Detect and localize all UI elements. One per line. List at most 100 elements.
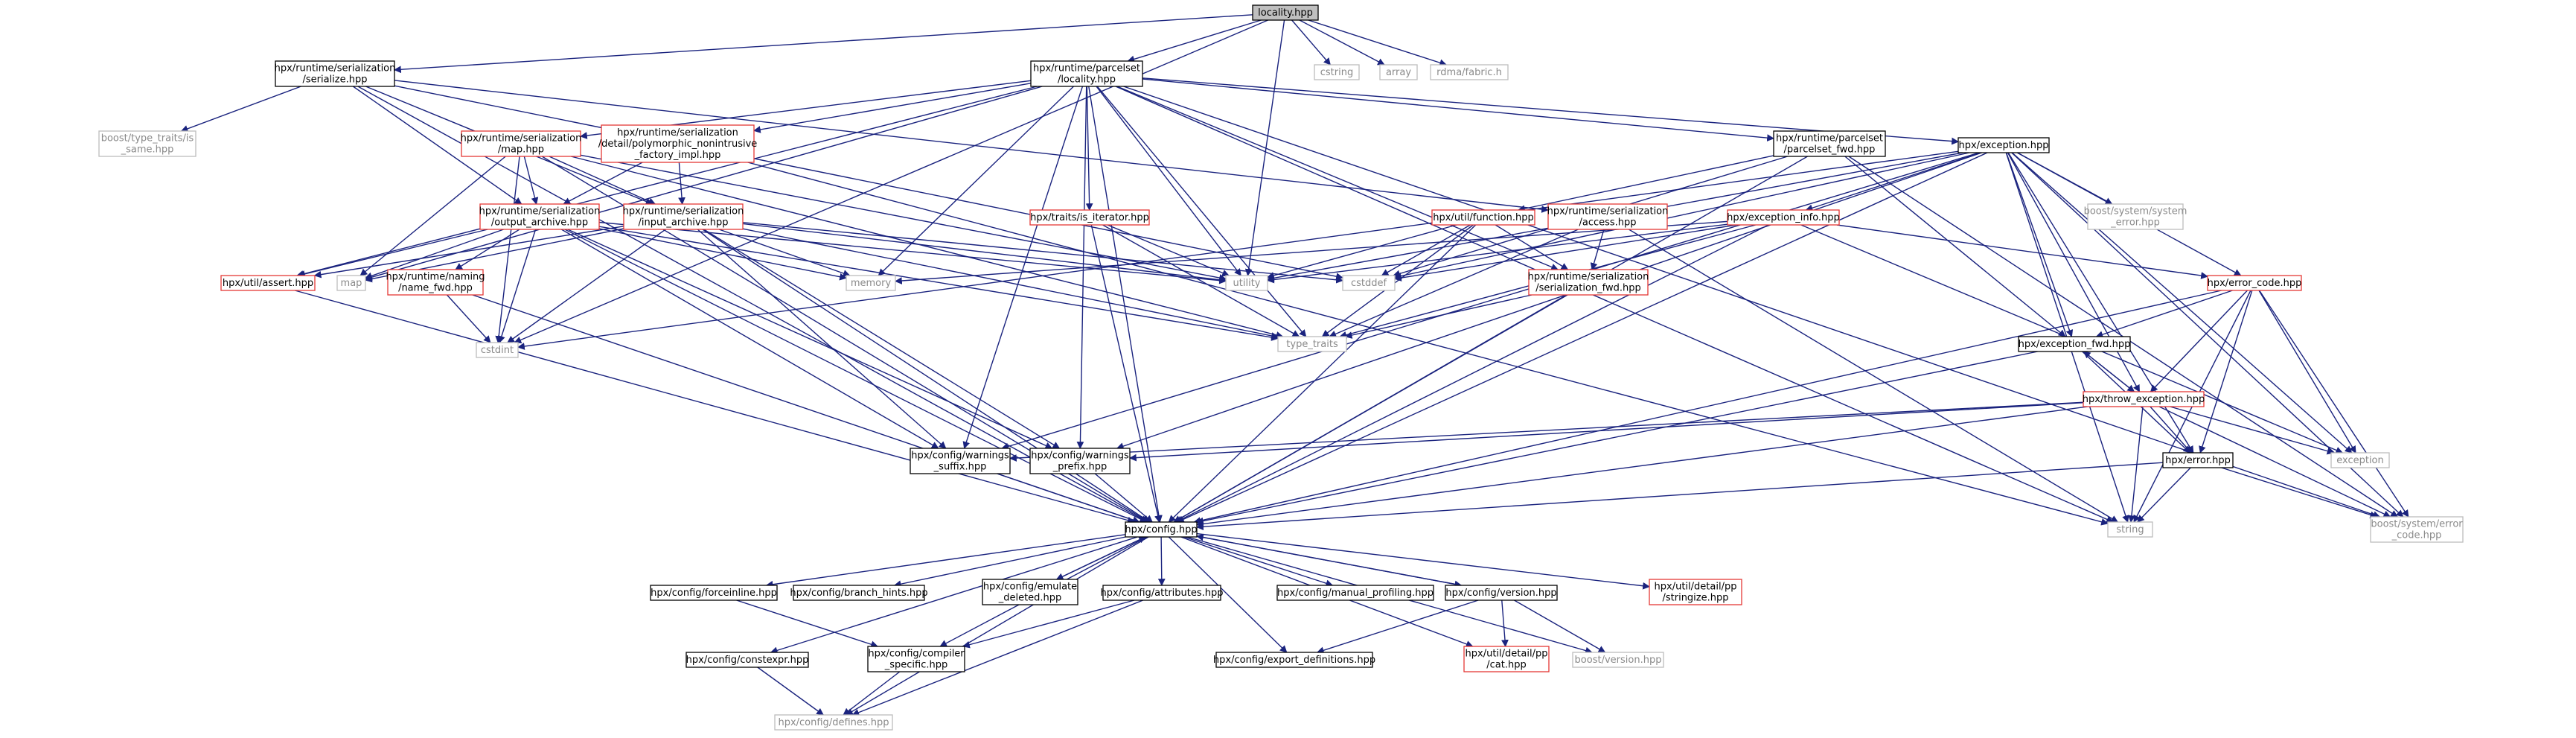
node-throw_exception_hpp[interactable]: hpx/throw_exception.hpp: [2083, 391, 2205, 407]
node-input_archive_hpp[interactable]: hpx/runtime/serialization/input_archive.…: [623, 203, 744, 230]
node-emulate_deleted_hpp[interactable]: hpx/config/emulate_deleted.hpp: [982, 579, 1078, 605]
node-type_traits[interactable]: type_traits: [1277, 336, 1347, 352]
node-label: utility: [1233, 278, 1261, 289]
node-box: [1029, 209, 1150, 226]
node-attributes_hpp[interactable]: hpx/config/attributes.hpp: [1100, 585, 1224, 601]
node-label: hpx/config/emulate: [983, 582, 1077, 593]
node-string[interactable]: string: [2107, 521, 2153, 538]
node-naming_fwd_hpp[interactable]: hpx/runtime/naming/name_fwd.hpp: [386, 269, 485, 296]
node-branch_hints_hpp[interactable]: hpx/config/branch_hints.hpp: [790, 585, 928, 601]
node-exception_info_hpp[interactable]: hpx/exception_info.hpp: [1727, 209, 1840, 226]
edge-throw_exception_hpp-to-warnings_prefix_hpp: [1129, 402, 2084, 462]
node-constexpr_hpp[interactable]: hpx/config/constexpr.hpp: [685, 652, 809, 668]
node-compiler_specific_hpp[interactable]: hpx/config/compiler_specific.hpp: [867, 646, 965, 672]
node-rdma_fabric_h[interactable]: rdma/fabric.h: [1430, 64, 1509, 80]
edge-output_archive_hpp-to-type_traits: [598, 226, 1279, 341]
edge-exception_hpp-to-warnings_suffix_hpp: [1001, 152, 1980, 451]
node-cstring[interactable]: cstring: [1314, 64, 1360, 80]
node-label: hpx/config/attributes.hpp: [1100, 588, 1223, 599]
node-label: hpx/runtime/serialization: [1547, 206, 1669, 217]
node-parcelset_locality_hpp[interactable]: hpx/runtime/parcelset/locality.hpp: [1030, 60, 1143, 87]
node-label: hpx/config/defines.hpp: [778, 717, 889, 728]
node-box: [650, 585, 778, 601]
node-polymorphic_factory_hpp[interactable]: hpx/runtime/serialization/detail/polymor…: [598, 124, 758, 163]
node-label: hpx/runtime/naming: [386, 272, 485, 283]
edge-compiler_specific_hpp-to-defines_hpp: [843, 671, 901, 716]
edge-exception_hpp-to-exception_info_hpp: [1805, 152, 1981, 211]
node-function_hpp[interactable]: hpx/util/function.hpp: [1431, 209, 1535, 226]
node-access_hpp[interactable]: hpx/runtime/serialization/access.hpp: [1547, 203, 1669, 230]
node-label: hpx/util/detail/pp: [1655, 582, 1737, 593]
edge-error_code_hpp-to-exception: [2258, 290, 2356, 454]
node-label: cstdint: [481, 345, 514, 356]
node-map_hpp[interactable]: hpx/runtime/serialization/map.hpp: [461, 130, 582, 157]
node-exception_hpp[interactable]: hpx/exception.hpp: [1957, 137, 2050, 153]
node-error_code_hpp[interactable]: hpx/error_code.hpp: [2207, 275, 2302, 291]
node-serialization_fwd_hpp[interactable]: hpx/runtime/serialization/serialization_…: [1528, 269, 1649, 296]
node-system_error_hpp[interactable]: boost/system/system_error.hpp: [2084, 203, 2187, 230]
node-utility[interactable]: utility: [1225, 275, 1268, 291]
node-output_archive_hpp[interactable]: hpx/runtime/serialization/output_archive…: [479, 203, 601, 230]
node-box: [1102, 585, 1221, 601]
node-label: hpx/config/export_definitions.hpp: [1213, 655, 1375, 666]
node-error_code_boost_hpp[interactable]: boost/system/error_code.hpp: [2370, 516, 2464, 543]
node-map[interactable]: map: [336, 275, 366, 291]
node-cstddef[interactable]: cstddef: [1342, 275, 1396, 291]
node-label: hpx/runtime/parcelset: [1033, 63, 1140, 74]
node-label: hpx/error.hpp: [2165, 455, 2231, 466]
node-stringize_hpp[interactable]: hpx/util/detail/pp/stringize.hpp: [1649, 579, 1742, 605]
node-version_hpp[interactable]: hpx/config/version.hpp: [1445, 585, 1558, 601]
node-label: array: [1386, 67, 1411, 78]
node-label: hpx/config.hpp: [1125, 524, 1197, 535]
node-warnings_suffix_hpp[interactable]: hpx/config/warnings_suffix.hpp: [910, 448, 1011, 474]
node-box: [1773, 130, 1886, 157]
node-exception_fwd_hpp[interactable]: hpx/exception_fwd.hpp: [2018, 336, 2131, 352]
edge-output_archive_hpp-to-naming_fwd_hpp: [455, 229, 520, 270]
node-boost_version_hpp[interactable]: boost/version.hpp: [1572, 652, 1664, 668]
node-label: exception: [2336, 455, 2384, 466]
edge-parcelset_locality_hpp-to-parcelset_fwd_hpp: [1142, 78, 1774, 141]
edge-config_hpp-to-defines_hpp: [846, 536, 1149, 716]
edge-throw_exception_hpp-to-exception_fwd_hpp: [2083, 351, 2135, 392]
node-box: [1572, 652, 1664, 668]
node-label: hpx/exception_fwd.hpp: [2019, 339, 2131, 350]
node-box: [1252, 4, 1319, 21]
node-manual_profiling_hpp[interactable]: hpx/config/manual_profiling.hpp: [1276, 585, 1434, 601]
node-forceinline_hpp[interactable]: hpx/config/forceinline.hpp: [650, 585, 778, 601]
node-cat_hpp[interactable]: hpx/util/detail/pp/cat.hpp: [1463, 646, 1550, 672]
node-error_hpp[interactable]: hpx/error.hpp: [2162, 452, 2234, 468]
node-cstdint[interactable]: cstdint: [476, 342, 519, 358]
node-box: [479, 203, 600, 230]
node-serialize_hpp[interactable]: hpx/runtime/serialization/serialize.hpp: [275, 60, 396, 87]
node-box: [910, 448, 1011, 474]
edge-exception_hpp-to-exception_fwd_hpp: [2005, 152, 2074, 337]
node-box: [1030, 60, 1143, 87]
node-box: [2207, 275, 2302, 291]
node-type_traits_is_same_hpp[interactable]: boost/type_traits/is_same.hpp: [98, 130, 196, 157]
node-memory[interactable]: memory: [846, 275, 896, 291]
node-box: [1125, 521, 1198, 538]
node-parcelset_fwd_hpp[interactable]: hpx/runtime/parcelset/parcelset_fwd.hpp: [1773, 130, 1886, 157]
edge-polymorphic_factory_hpp-to-output_archive_hpp: [563, 162, 643, 205]
node-is_iterator_hpp[interactable]: hpx/traits/is_iterator.hpp: [1029, 209, 1150, 226]
node-box: [774, 714, 893, 731]
node-box: [1463, 646, 1550, 672]
node-box: [867, 646, 965, 672]
node-defines_hpp[interactable]: hpx/config/defines.hpp: [774, 714, 893, 731]
node-label: _specific.hpp: [884, 660, 948, 671]
edge-exception_hpp-to-config_hpp: [1177, 152, 1988, 523]
node-export_definitions_hpp[interactable]: hpx/config/export_definitions.hpp: [1213, 652, 1375, 668]
edge-config_hpp-to-stringize_hpp: [1196, 532, 1650, 590]
edge-serialize_hpp-to-type_traits_is_same_hpp: [180, 86, 301, 133]
node-config_hpp[interactable]: hpx/config.hpp: [1125, 521, 1198, 538]
node-exception[interactable]: exception: [2330, 452, 2390, 468]
node-warnings_prefix_hpp[interactable]: hpx/config/warnings_prefix.hpp: [1029, 448, 1131, 474]
node-locality_hpp[interactable]: locality.hpp: [1252, 4, 1319, 21]
graph-edges: [180, 14, 2409, 716]
node-box: [461, 130, 581, 157]
node-box: [793, 585, 925, 601]
node-label: hpx/error_code.hpp: [2208, 278, 2302, 289]
node-box: [387, 269, 484, 296]
node-array[interactable]: array: [1379, 64, 1418, 80]
node-assert_hpp[interactable]: hpx/util/assert.hpp: [220, 275, 316, 291]
